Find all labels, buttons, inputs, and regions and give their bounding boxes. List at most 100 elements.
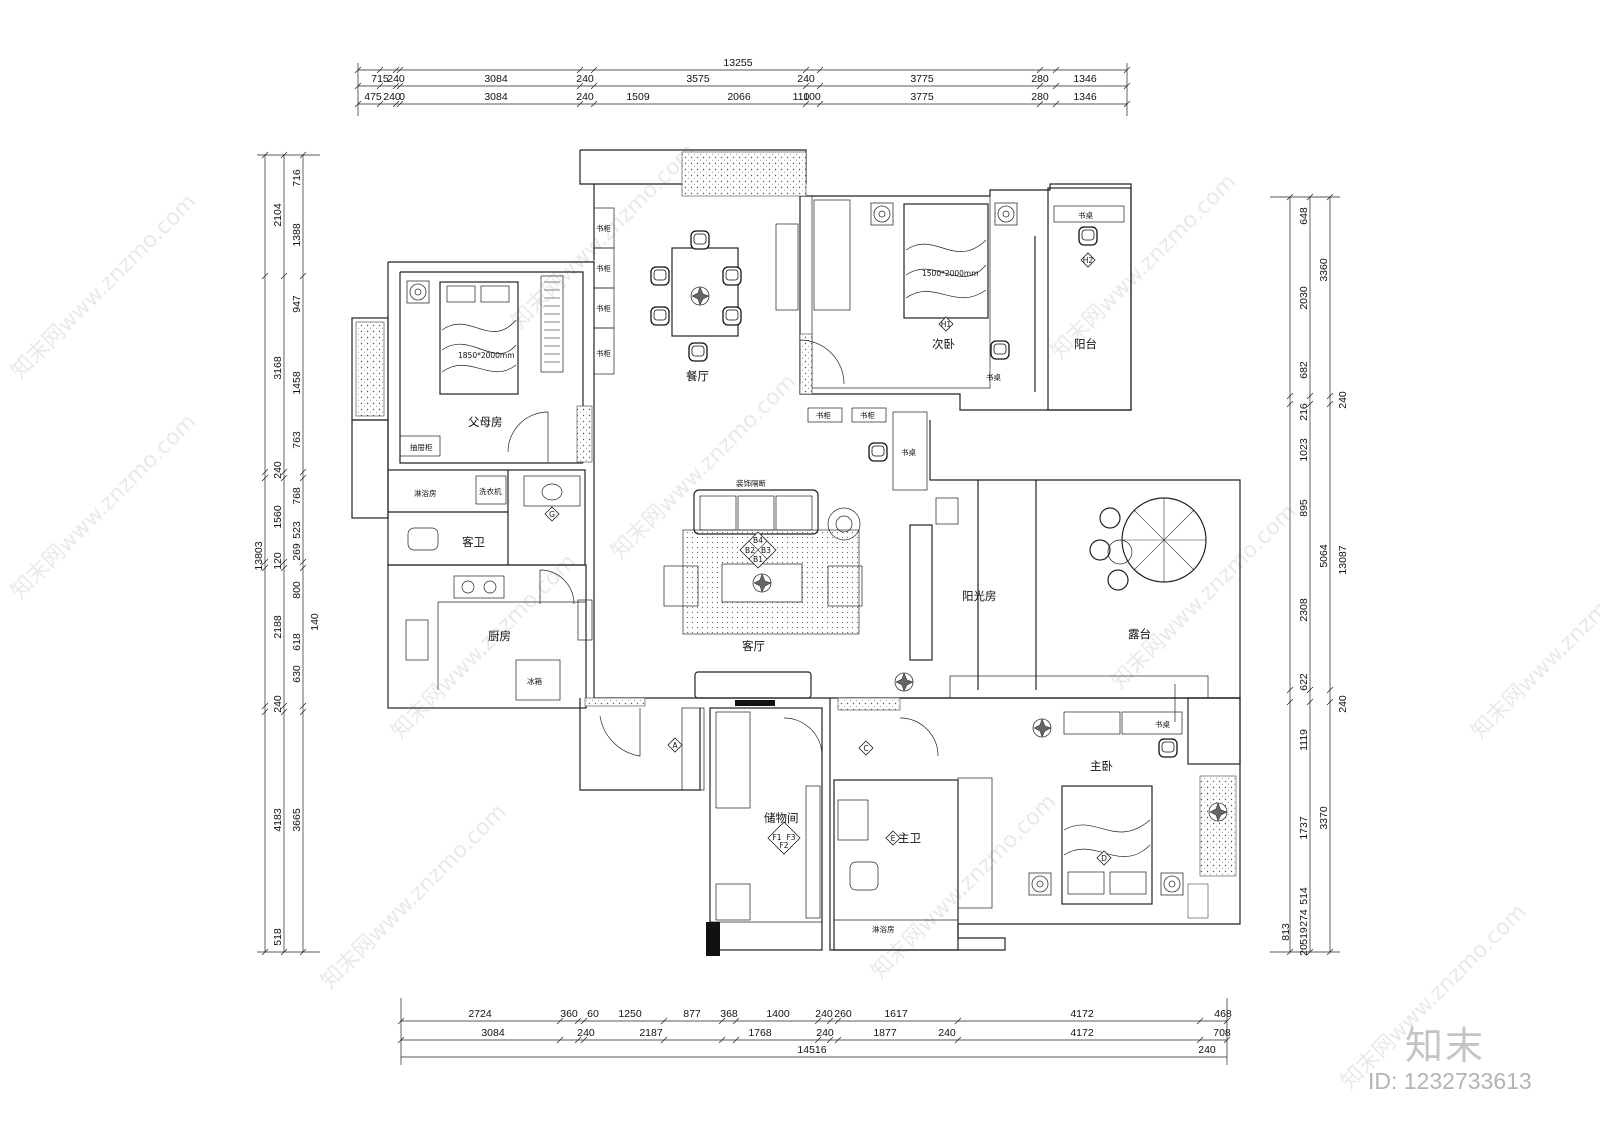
svg-text:2030: 2030 — [1298, 286, 1310, 310]
svg-text:4172: 4172 — [1070, 1008, 1094, 1020]
svg-text:240: 240 — [1337, 391, 1349, 409]
svg-text:280: 280 — [1031, 91, 1049, 103]
desk-label: 书桌 — [1155, 719, 1171, 729]
svg-text:A: A — [672, 741, 678, 750]
svg-text:3370: 3370 — [1318, 806, 1330, 830]
svg-text:1737: 1737 — [1298, 816, 1310, 840]
dim-right-total: 13087 — [1337, 545, 1349, 574]
view-markers: A C D E G H1 H2 B4 B2 B3 B1 F1 F3 F2 — [544, 252, 1112, 866]
svg-text:240: 240 — [272, 461, 284, 479]
svg-text:F3: F3 — [786, 833, 795, 842]
svg-text:0: 0 — [399, 91, 405, 103]
svg-text:240: 240 — [815, 1008, 833, 1020]
svg-text:F2: F2 — [779, 841, 788, 850]
dim-left-total: 13803 — [253, 541, 265, 570]
room-label-second-bedroom: 次卧 — [932, 337, 955, 351]
shower-label: 淋浴房 — [414, 488, 437, 498]
svg-text:280: 280 — [1031, 73, 1049, 85]
svg-text:B2: B2 — [745, 546, 755, 555]
svg-text:519: 519 — [1298, 927, 1310, 945]
svg-text:5064: 5064 — [1318, 544, 1330, 568]
marker: C — [858, 740, 874, 756]
svg-text:60: 60 — [587, 1008, 599, 1020]
svg-text:D: D — [1101, 854, 1107, 863]
room-label-dining: 餐厅 — [686, 369, 709, 383]
svg-text:1346: 1346 — [1073, 91, 1097, 103]
svg-text:3168: 3168 — [272, 356, 284, 380]
room-label-kitchen: 厨房 — [488, 629, 511, 643]
svg-text:B3: B3 — [761, 546, 771, 555]
svg-text:3665: 3665 — [291, 808, 303, 832]
svg-text:269: 269 — [291, 543, 303, 561]
svg-text:618: 618 — [291, 633, 303, 651]
svg-text:240: 240 — [272, 695, 284, 713]
svg-text:768: 768 — [291, 487, 303, 505]
svg-text:708: 708 — [1213, 1027, 1231, 1039]
svg-text:1617: 1617 — [884, 1008, 908, 1020]
svg-text:763: 763 — [291, 431, 303, 449]
room-label-guest-bath: 客卫 — [462, 535, 485, 549]
svg-text:1250: 1250 — [618, 1008, 642, 1020]
svg-text:1768: 1768 — [748, 1027, 772, 1039]
svg-text:368: 368 — [720, 1008, 738, 1020]
marker: D — [1096, 850, 1112, 866]
svg-text:1877: 1877 — [873, 1027, 897, 1039]
svg-text:877: 877 — [683, 1008, 701, 1020]
svg-text:3084: 3084 — [484, 73, 508, 85]
svg-text:240: 240 — [816, 1027, 834, 1039]
bookcase-label: 书柜 — [596, 223, 611, 233]
svg-text:648: 648 — [1298, 207, 1310, 225]
svg-text:715: 715 — [371, 73, 389, 85]
svg-text:1119: 1119 — [1298, 729, 1310, 751]
room-label-sunroom: 阳光房 — [962, 589, 997, 603]
drawer-cabinet-label: 抽屉柜 — [410, 442, 433, 452]
svg-text:947: 947 — [291, 295, 303, 313]
desk-label: 书桌 — [1078, 210, 1094, 220]
desk-label: 书桌 — [986, 372, 1001, 382]
hatched-areas — [355, 151, 1237, 919]
bookcase-label: 书柜 — [596, 263, 611, 273]
svg-text:3084: 3084 — [481, 1027, 505, 1039]
svg-text:H2: H2 — [1083, 256, 1094, 265]
washing-machine-label: 洗衣机 — [479, 486, 502, 496]
svg-text:240: 240 — [1337, 695, 1349, 713]
svg-text:3775: 3775 — [910, 73, 934, 85]
svg-text:523: 523 — [291, 521, 303, 539]
dims-bottom: 2724 360 60 1250 877 368 1400 240 260 16… — [468, 1008, 1232, 1056]
bookcase-label: 书柜 — [596, 303, 611, 313]
svg-text:H1: H1 — [941, 320, 952, 329]
bed-size-label: 1500*2000mm — [922, 269, 979, 278]
watermark: 知末网www.znzmo.com — [387, 549, 582, 744]
svg-text:240: 240 — [797, 73, 815, 85]
brand-logo: 知末 — [1405, 1024, 1486, 1068]
bookcase-label: 书柜 — [860, 410, 875, 420]
svg-text:C: C — [863, 744, 868, 753]
svg-text:G: G — [549, 510, 555, 519]
room-label-terrace: 露台 — [1128, 627, 1151, 641]
svg-text:895: 895 — [1298, 499, 1310, 517]
svg-text:240: 240 — [383, 91, 401, 103]
marker: H2 — [1080, 252, 1096, 268]
svg-text:2187: 2187 — [639, 1027, 663, 1039]
svg-text:B4: B4 — [753, 536, 763, 545]
room-label-balcony: 阳台 — [1074, 337, 1097, 351]
svg-text:630: 630 — [291, 665, 303, 683]
svg-text:2724: 2724 — [468, 1008, 492, 1020]
dimension-lines — [257, 63, 1340, 1065]
umbrella-icon — [1121, 497, 1207, 583]
svg-text:3360: 3360 — [1318, 258, 1330, 282]
fridge-label: 冰箱 — [527, 676, 542, 686]
room-labels: 父母房 客卫 厨房 餐厅 客厅 次卧 阳台 阳光房 露台 储物间 主卫 主卧 — [462, 337, 1151, 845]
image-id: ID: 1232733613 — [1368, 1068, 1532, 1094]
svg-text:240: 240 — [576, 91, 594, 103]
svg-text:2066: 2066 — [727, 91, 751, 103]
marker: G — [544, 506, 560, 522]
svg-text:1023: 1023 — [1298, 438, 1310, 462]
svg-text:1400: 1400 — [766, 1008, 790, 1020]
watermark: 知末网www.znzmo.com — [7, 409, 202, 604]
dim-bottom-total: 14516 — [797, 1044, 826, 1056]
svg-text:3575: 3575 — [686, 73, 710, 85]
marker-cluster: B4 B2 B3 B1 — [739, 531, 777, 569]
svg-text:120: 120 — [272, 552, 284, 570]
